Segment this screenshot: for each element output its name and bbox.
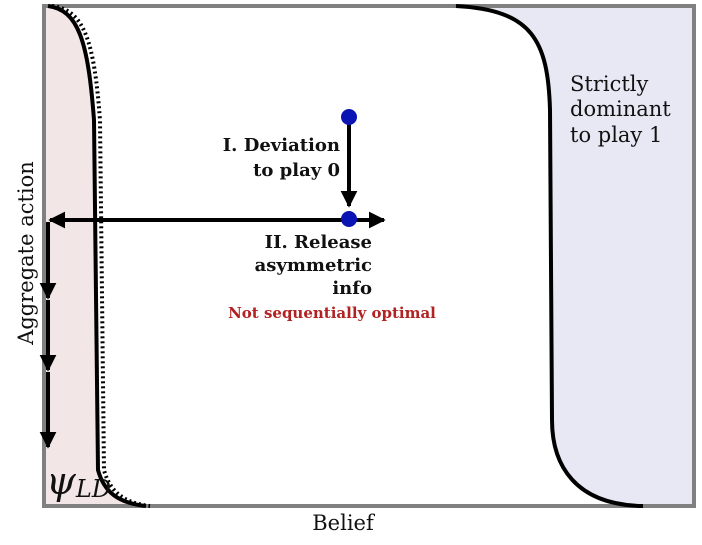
region-right-line2: dominant (570, 97, 671, 121)
warning-label: Not sequentially optimal (228, 304, 436, 322)
x-axis-label: Belief (312, 511, 376, 535)
step1-label-line1: I. Deviation (223, 135, 340, 156)
psi-symbol: ψ (46, 459, 77, 503)
psi-ld-dotted-curve (51, 4, 151, 508)
right-region (456, 6, 694, 506)
step1-label-line2: to play 0 (253, 160, 340, 181)
point-initial (341, 109, 357, 125)
psi-curve-label: ψLD (46, 459, 111, 503)
point-deviated (341, 211, 357, 227)
region-right-line3: to play 1 (570, 123, 662, 147)
step2-label-line3: info (332, 278, 372, 299)
y-axis-label: Aggregate action (14, 161, 38, 346)
step2-label-line2: asymmetric (255, 255, 372, 276)
psi-subscript: LD (75, 475, 111, 503)
plot-frame (42, 4, 696, 508)
right-boundary-curve (455, 4, 644, 508)
region-right-line1: Strictly (570, 72, 648, 96)
psi-ld-curve (47, 4, 147, 508)
step2-label-line1: II. Release (265, 232, 372, 253)
